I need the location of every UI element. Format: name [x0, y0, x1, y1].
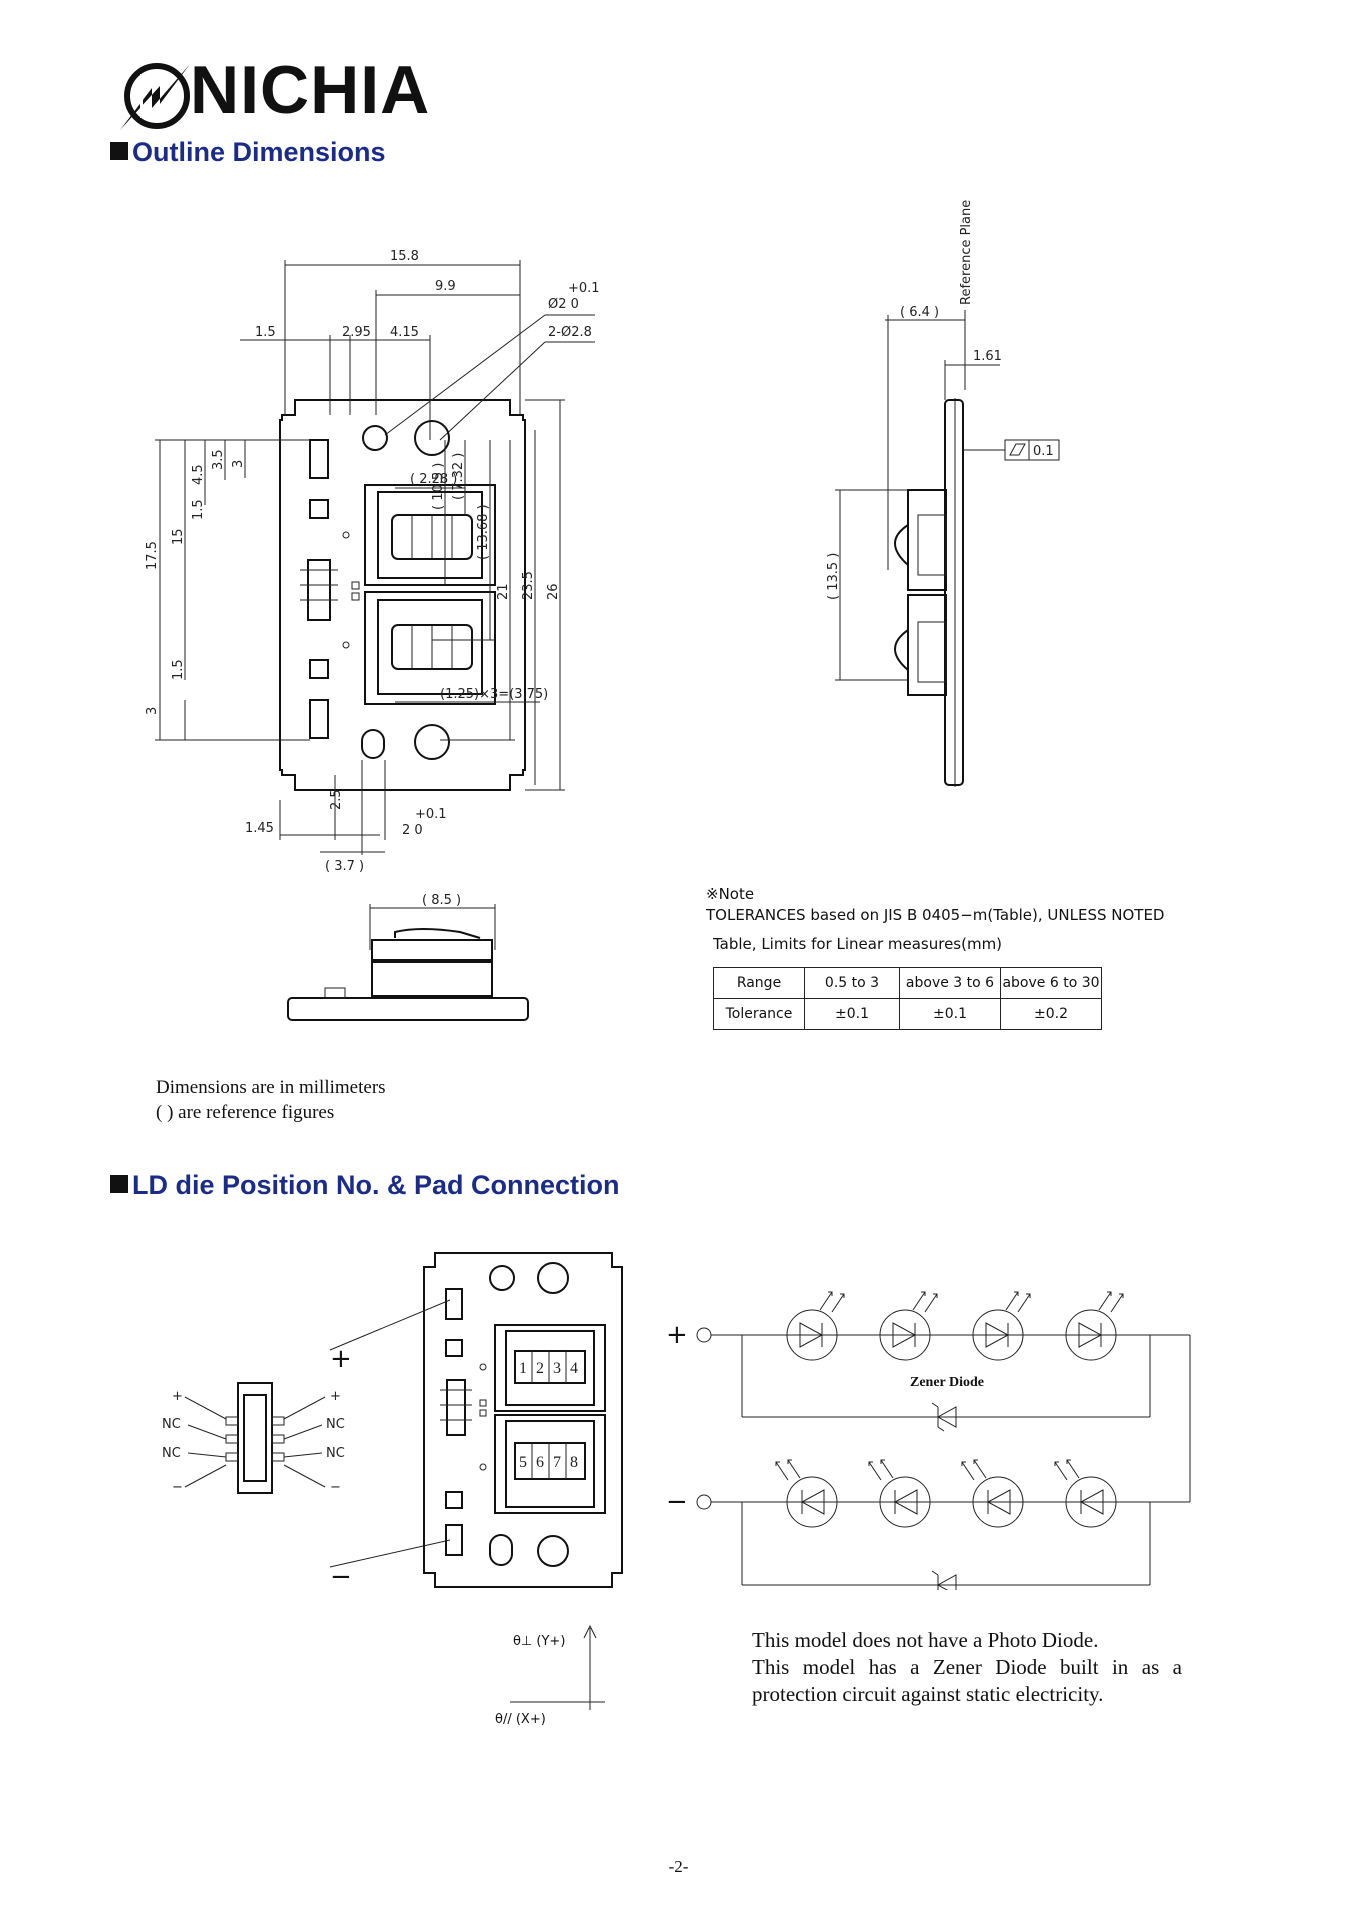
dim-17-5: 17.5 [145, 541, 160, 570]
dim-10-5: ( 10.5 ) [431, 463, 446, 510]
dim-phi2: Ø2 0 [548, 297, 579, 312]
dim-1-5-c: 1.5 [171, 659, 186, 680]
pin-minus-right: − [330, 1480, 341, 1495]
zener-pinout-drawing: + + NC NC NC NC − − [162, 1382, 345, 1495]
table-cell: 0.5 to 3 [804, 967, 900, 999]
section-title-ld: LD die Position No. & Pad Connection [132, 1170, 620, 1200]
section-bullet [110, 1175, 128, 1193]
table-cell: above 3 to 6 [899, 967, 1001, 999]
die-number: 8 [570, 1454, 578, 1471]
dim-1-5-top: 1.5 [255, 325, 276, 340]
brand-name: NICHIA [190, 52, 431, 128]
description-line2: This model has a Zener Diode built in as… [752, 1655, 1182, 1706]
description-line1: This model does not have a Photo Diode. [752, 1628, 1099, 1652]
bottom-ld-row [775, 1459, 1117, 1528]
die-number: 4 [570, 1360, 578, 1377]
die-number: 3 [553, 1360, 561, 1377]
dim-15: 15 [171, 528, 186, 545]
die-number: 6 [536, 1454, 544, 1471]
bottom-view-drawing: ( 8.5 ) [287, 893, 529, 1021]
axes-diagram [510, 1624, 605, 1710]
dim-8-5: ( 8.5 ) [422, 893, 461, 908]
section-bullet [110, 142, 128, 160]
circuit-plus-label: + [666, 1320, 688, 1350]
flatness-value: 0.1 [1033, 444, 1054, 459]
ld-position-board-drawing: 1 2 3 4 5 6 7 8 + − [329, 1252, 623, 1592]
dim-1-45: 1.45 [245, 821, 274, 836]
units-note-line1: Dimensions are in millimeters [156, 1077, 386, 1098]
dim-13-5: ( 13.5 ) [826, 553, 841, 600]
dim-3-a: 3 [231, 460, 246, 468]
table-cell: ±0.1 [899, 998, 1001, 1030]
dim-3-5: 3.5 [211, 449, 226, 470]
dim-2phi: 2-Ø2.8 [548, 325, 592, 340]
dim-4-15: 4.15 [390, 325, 419, 340]
dim-tol-bottom: +0.1 [415, 807, 447, 822]
dim-26: 26 [546, 583, 561, 600]
note-line2: Table, Limits for Linear measures(mm) [713, 935, 1003, 953]
circuit-diagram: + − Zener Diode [666, 1291, 1191, 1590]
table-row: Range 0.5 to 3 above 3 to 6 above 6 to 3… [713, 967, 1102, 999]
circuit-minus-label: − [666, 1487, 688, 1517]
dim-2-95: 2.95 [342, 325, 371, 340]
table-row: Tolerance ±0.1 ±0.1 ±0.2 [713, 998, 1102, 1030]
dim-1-5-b: 1.5 [191, 499, 206, 520]
front-view-drawing: 15.8 9.9 +0.1 Ø2 0 2-Ø2.8 1.5 2.95 4.15 … [145, 249, 600, 874]
dim-13-68: ( 13.68 ) [476, 504, 491, 560]
die-number: 2 [536, 1360, 544, 1377]
nichia-logo-icon [120, 63, 190, 130]
dim-21: 21 [496, 583, 511, 600]
note-line1: TOLERANCES based on JIS B 0405−m(Table),… [706, 906, 1165, 924]
dim-15-8: 15.8 [390, 249, 419, 264]
dim-2-5: 2.5 [329, 789, 344, 810]
dim-2-28: ( 2.28 ) [410, 472, 457, 487]
pin-minus-left: − [172, 1480, 183, 1495]
zener-label: Zener Diode [910, 1375, 984, 1390]
reference-plane-label: Reference Plane [959, 200, 974, 305]
dim-6-4: ( 6.4 ) [900, 305, 939, 320]
dim-1-61: 1.61 [973, 349, 1002, 364]
dim-1-25x3: (1.25)×3=(3.75) [440, 687, 548, 702]
pin-nc-left-1: NC [162, 1417, 181, 1432]
dim-7-32: ( 7.32 ) [451, 453, 466, 500]
pin-plus-right: + [330, 1389, 341, 1404]
table-cell: Range [713, 967, 805, 999]
table-cell: ±0.1 [804, 998, 900, 1030]
dim-23-5: 23.5 [521, 571, 536, 600]
pin-nc-right-2: NC [326, 1446, 345, 1461]
axis-y-label: θ⊥ (Y+) [513, 1634, 566, 1649]
dim-3-b: 3 [145, 707, 160, 715]
dim-tol-top: +0.1 [568, 281, 600, 296]
note-title: ※Note [706, 885, 755, 903]
pin-nc-left-2: NC [162, 1446, 181, 1461]
dim-3-7: ( 3.7 ) [325, 859, 364, 874]
section-title-outline: Outline Dimensions [132, 137, 386, 167]
die-number: 5 [519, 1454, 527, 1471]
page-number: -2- [668, 1857, 689, 1876]
pin-nc-right-1: NC [326, 1417, 345, 1432]
die-number: 1 [519, 1360, 527, 1377]
axis-x-label: θ// (X+) [495, 1712, 546, 1727]
pad-minus-label: − [330, 1562, 352, 1592]
dim-2-0-bottom: 2 0 [402, 823, 423, 838]
units-note-line2: ( ) are reference figures [156, 1102, 335, 1123]
pin-plus-left: + [172, 1389, 183, 1404]
table-cell: ±0.2 [1000, 998, 1102, 1030]
table-cell: Tolerance [713, 998, 805, 1030]
table-cell: above 6 to 30 [1000, 967, 1102, 999]
top-ld-row [786, 1291, 1124, 1361]
pad-plus-label: + [330, 1344, 352, 1374]
tolerance-table: Range 0.5 to 3 above 3 to 6 above 6 to 3… [713, 967, 1102, 1030]
die-number: 7 [553, 1454, 561, 1471]
dim-4-5: 4.5 [191, 464, 206, 485]
side-view-drawing: Reference Plane ( 6.4 ) 1.61 0.1 ( 13.5 … [826, 200, 1060, 787]
dim-9-9: 9.9 [435, 279, 456, 294]
